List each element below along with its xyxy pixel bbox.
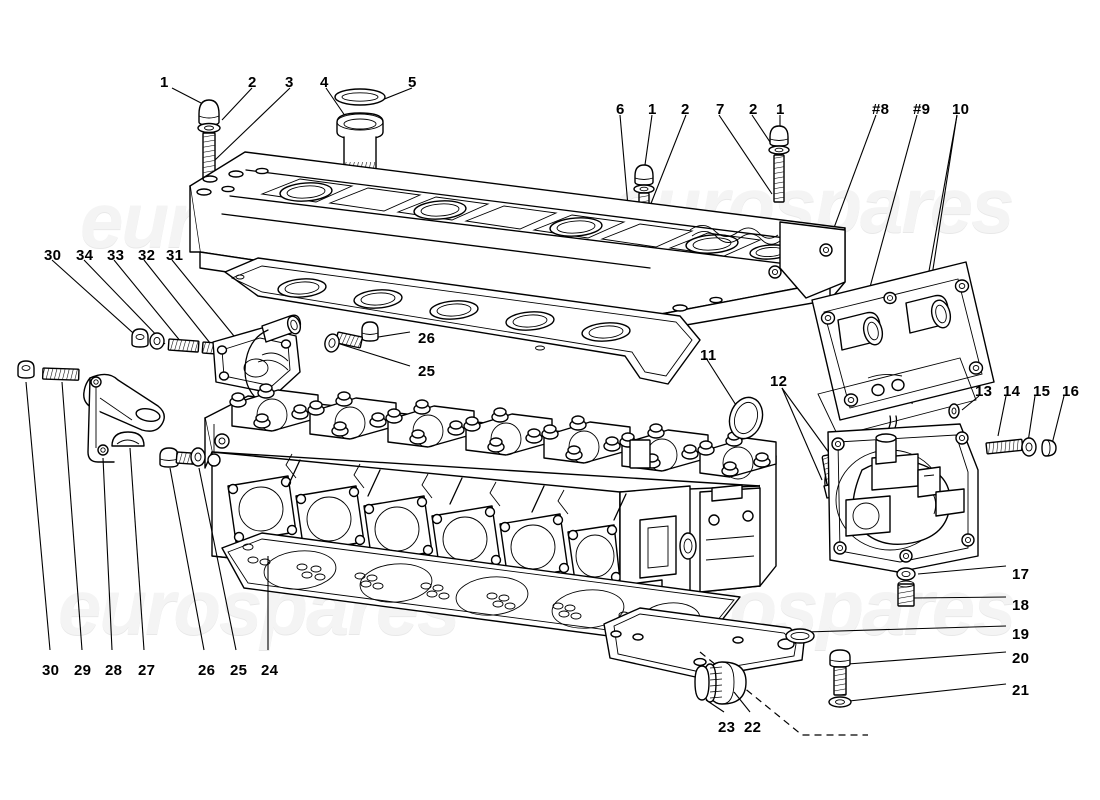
part-oring-11	[728, 396, 764, 440]
part-callout-1: 1	[776, 101, 785, 118]
part-bottom-gasket-19	[603, 607, 805, 679]
part-callout-2: 2	[749, 101, 758, 118]
part-callout-30: 30	[44, 247, 62, 264]
part-side-cover-plate-10	[811, 261, 995, 437]
part-washer-15	[1021, 437, 1037, 457]
part-washer-2	[197, 122, 221, 134]
part-callout-12: 12	[770, 373, 788, 390]
part-callout-11: 11	[700, 347, 717, 364]
part-callout-28: 28	[105, 662, 123, 679]
leader-lines-right-lower	[805, 565, 1007, 703]
leader-lines-mid-left	[51, 259, 248, 353]
part-callout-2: 2	[681, 101, 690, 118]
part-hex-bolt-20	[829, 649, 851, 696]
part-washer-33	[149, 332, 165, 350]
part-nut-30	[17, 360, 35, 379]
part-washer-25b	[190, 447, 206, 467]
cam-bearing-caps	[231, 389, 777, 480]
part-oring-23	[694, 665, 710, 701]
part-oring-13	[948, 403, 960, 419]
part-callout-2: 2	[248, 74, 257, 91]
part-callout-19: 19	[1012, 626, 1030, 643]
part-plug-18	[897, 580, 915, 607]
part-woodruff-key-27	[111, 431, 145, 447]
part-callout-32: 32	[138, 247, 156, 264]
part-bracket-28	[83, 373, 165, 463]
part-cap-nut-1	[198, 99, 220, 126]
part-half-moon-key-16	[1041, 439, 1057, 457]
part-callout-n8: #8	[872, 101, 890, 118]
leader-lines-bottom-left	[25, 381, 269, 651]
part-stud-14	[985, 438, 1024, 455]
part-oring-5	[334, 88, 386, 106]
part-washer-21	[828, 696, 852, 708]
part-callout-25: 25	[418, 363, 436, 380]
part-port-bushing-9	[837, 294, 952, 351]
part-washer-25	[324, 333, 340, 353]
part-callout-26: 26	[198, 662, 216, 679]
part-callout-14: 14	[1003, 383, 1021, 400]
leader-lines-top-left	[171, 87, 413, 161]
part-callout-24: 24	[261, 662, 279, 679]
part-callout-15: 15	[1033, 383, 1051, 400]
part-gasket-8	[817, 357, 977, 437]
part-callout-3: 3	[285, 74, 294, 91]
part-stud-29	[41, 367, 80, 381]
part-callout-1: 1	[648, 101, 657, 118]
part-callout-22: 22	[744, 719, 762, 736]
part-callout-20: 20	[1012, 650, 1030, 667]
cam-cap-nuts	[229, 383, 771, 477]
port-flanges	[227, 453, 622, 589]
part-callout-n9: #9	[913, 101, 931, 118]
part-callout-31: 31	[166, 247, 184, 264]
part-callout-33: 33	[107, 247, 125, 264]
part-callout-13: 13	[975, 383, 993, 400]
part-callout-4: 4	[320, 74, 329, 91]
part-callout-23: 23	[718, 719, 736, 736]
part-callout-27: 27	[138, 662, 156, 679]
part-callout-18: 18	[1012, 597, 1030, 614]
part-callout-1: 1	[160, 74, 169, 91]
part-bolt-26	[335, 321, 379, 349]
part-cover-gasket	[224, 257, 701, 385]
leader-lines-right-upper	[961, 395, 1065, 445]
part-washer-17	[896, 567, 916, 581]
part-callout-16: 16	[1062, 383, 1080, 400]
part-nut-34	[131, 328, 149, 348]
head-right-end	[619, 484, 761, 609]
part-callout-5: 5	[408, 74, 417, 91]
part-timing-housing	[827, 423, 979, 573]
part-callout-10: 10	[952, 101, 970, 118]
part-stud-32	[167, 338, 200, 353]
part-callout-6: 6	[616, 101, 625, 118]
part-callout-30: 30	[42, 662, 60, 679]
part-callout-7: 7	[716, 101, 725, 118]
part-thermostat-housing	[212, 314, 302, 397]
part-cap-nut-1b	[768, 125, 790, 203]
part-callout-25: 25	[230, 662, 248, 679]
part-callout-29: 29	[74, 662, 92, 679]
part-callout-17: 17	[1012, 566, 1030, 583]
part-plug-22	[703, 661, 747, 705]
part-oring-19	[785, 628, 815, 644]
leader-lines-bottom-center	[705, 691, 751, 713]
part-callout-34: 34	[76, 247, 94, 264]
part-callout-21: 21	[1012, 682, 1030, 699]
part-callout-26: 26	[418, 330, 436, 347]
